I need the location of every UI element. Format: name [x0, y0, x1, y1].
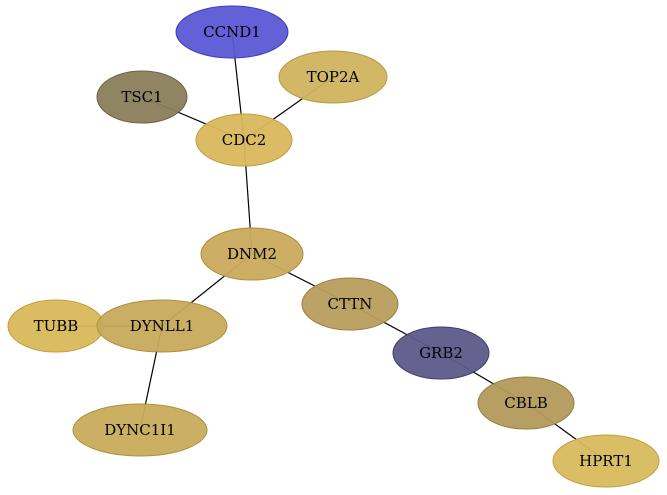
node-shape-cdc2 [195, 113, 293, 167]
node-cblb[interactable]: CBLB [477, 376, 575, 430]
node-shape-top2a [278, 50, 388, 104]
node-dync1i1[interactable]: DYNC1I1 [72, 403, 208, 457]
node-cdc2[interactable]: CDC2 [195, 113, 293, 167]
node-shape-grb2 [392, 326, 490, 380]
node-label-cblb: CBLB [504, 394, 547, 412]
node-shape-dynll1 [96, 299, 228, 353]
node-shape-dync1i1 [72, 403, 208, 457]
node-label-top2a: TOP2A [307, 68, 360, 86]
node-label-grb2: GRB2 [419, 344, 463, 362]
node-top2a[interactable]: TOP2A [278, 50, 388, 104]
node-shape-tsc1 [96, 70, 188, 124]
node-label-cttn: CTTN [328, 295, 373, 313]
node-label-ccnd1: CCND1 [203, 23, 261, 41]
node-tsc1[interactable]: TSC1 [96, 70, 188, 124]
node-tubb[interactable]: TUBB [7, 299, 105, 353]
node-label-dync1i1: DYNC1I1 [104, 421, 176, 439]
node-dnm2[interactable]: DNM2 [200, 227, 304, 281]
node-shape-hprt1 [552, 434, 660, 488]
node-label-dnm2: DNM2 [227, 245, 277, 263]
node-label-dynll1: DYNLL1 [130, 317, 195, 335]
node-hprt1[interactable]: HPRT1 [552, 434, 660, 488]
node-shape-cblb [477, 376, 575, 430]
node-label-hprt1: HPRT1 [579, 452, 633, 470]
node-cttn[interactable]: CTTN [301, 277, 399, 331]
node-grb2[interactable]: GRB2 [392, 326, 490, 380]
node-label-cdc2: CDC2 [222, 131, 267, 149]
node-dynll1[interactable]: DYNLL1 [96, 299, 228, 353]
node-label-tubb: TUBB [34, 317, 79, 335]
node-shape-ccnd1 [175, 5, 289, 59]
node-label-tsc1: TSC1 [121, 88, 162, 106]
node-ccnd1[interactable]: CCND1 [175, 5, 289, 59]
node-shape-dnm2 [200, 227, 304, 281]
node-shape-cttn [301, 277, 399, 331]
